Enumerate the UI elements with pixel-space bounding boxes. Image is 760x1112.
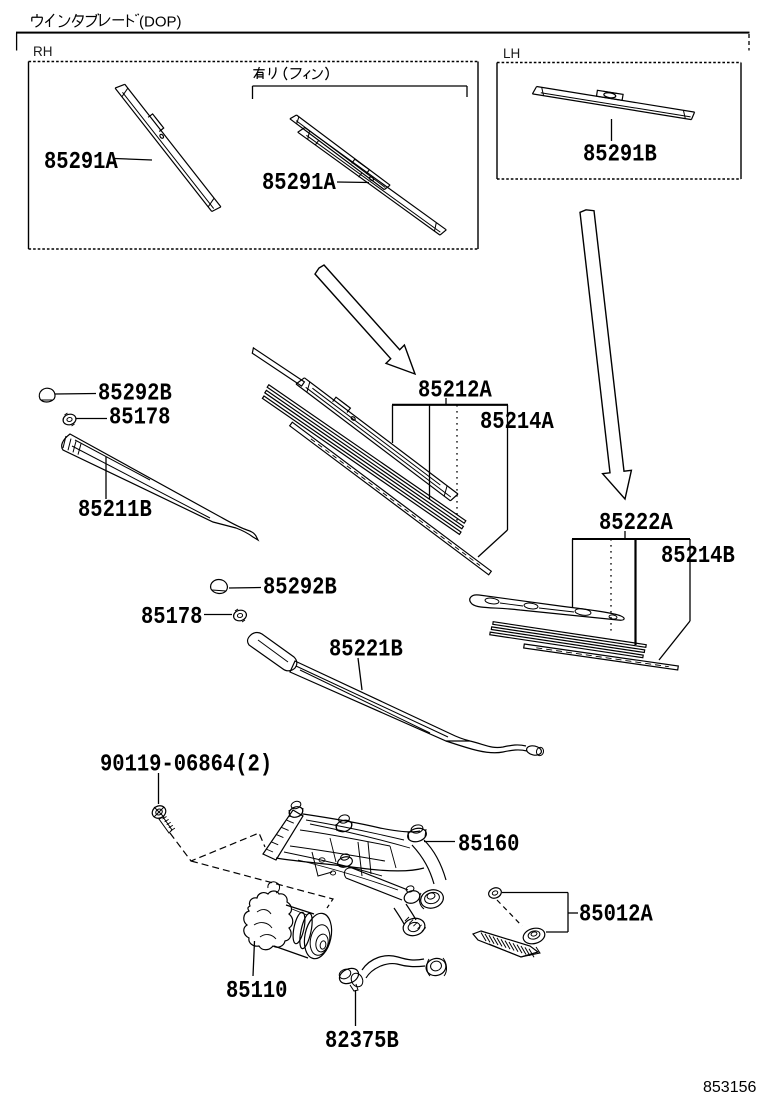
svg-text:853156: 853156 bbox=[703, 1079, 756, 1096]
svg-text:85110: 85110 bbox=[226, 976, 287, 1004]
svg-text:85291B: 85291B bbox=[583, 140, 657, 168]
svg-text:85214B: 85214B bbox=[661, 541, 735, 569]
svg-text:85222A: 85222A bbox=[599, 508, 673, 536]
svg-text:85292B: 85292B bbox=[263, 573, 337, 601]
svg-text:85212A: 85212A bbox=[418, 376, 492, 404]
svg-text:RH: RH bbox=[33, 44, 53, 59]
svg-text:85012A: 85012A bbox=[579, 900, 653, 928]
svg-text:85178: 85178 bbox=[109, 403, 170, 431]
svg-text:85160: 85160 bbox=[458, 830, 519, 858]
svg-text:85178: 85178 bbox=[141, 602, 202, 630]
svg-text:LH: LH bbox=[503, 46, 520, 61]
svg-text:85291A: 85291A bbox=[44, 147, 118, 175]
svg-text:90119-06864(2): 90119-06864(2) bbox=[100, 750, 272, 778]
svg-text:85211B: 85211B bbox=[78, 495, 152, 523]
svg-text:82375B: 82375B bbox=[325, 1026, 399, 1054]
svg-text:85221B: 85221B bbox=[329, 635, 403, 663]
svg-text:85292B: 85292B bbox=[98, 379, 172, 407]
svg-text:(DOP): (DOP) bbox=[139, 14, 182, 31]
svg-text:85214A: 85214A bbox=[480, 407, 554, 435]
svg-text:85291A: 85291A bbox=[262, 168, 336, 196]
